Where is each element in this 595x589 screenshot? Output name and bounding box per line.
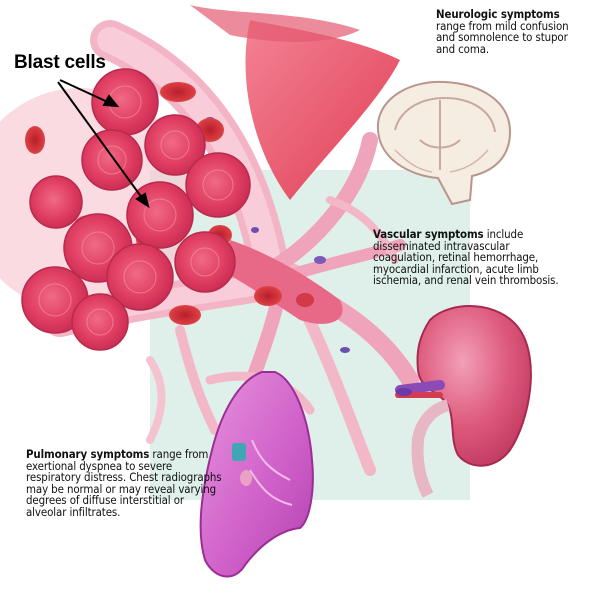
pulmonary-body: range from exertional dyspnea to severe … [26, 447, 222, 519]
blood-streak-2 [190, 5, 360, 42]
pulmonary-callout: Pulmonary symptoms range from exertional… [26, 449, 222, 519]
blast-cells-label: Blast cells [14, 52, 106, 74]
neurologic-callout: Neurologic symptoms range from mild conf… [436, 9, 588, 55]
neurologic-body: range from mild confusion and somnolence… [436, 19, 569, 56]
vascular-callout: Vascular symptoms include disseminated i… [373, 229, 573, 287]
